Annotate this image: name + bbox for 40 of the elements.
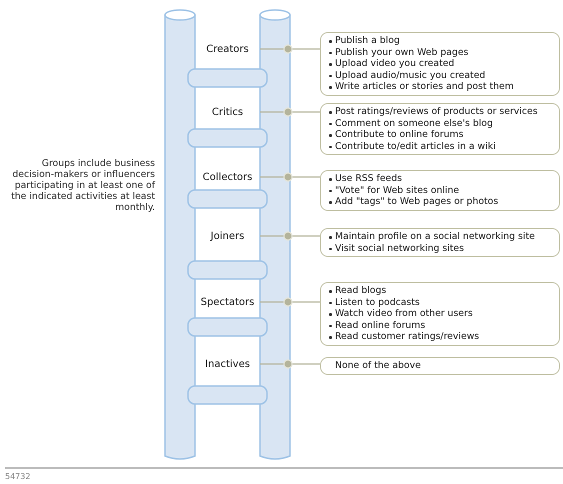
activity-item: Publish a blog [329,35,555,46]
activity-item: Visit social networking sites [329,242,555,254]
activity-box [320,32,560,96]
figure-number: 54732 [5,472,32,481]
group-label: Collectors [202,172,254,182]
activity-item: Contribute to/edit articles in a wiki [329,140,555,152]
group-label: Inactives [204,358,251,370]
connector-line [260,44,320,54]
activity-item: None of the above [334,360,422,372]
activity-item: Use RSS feeds [329,173,555,184]
connector-line [260,231,320,241]
activity-item: Publish your own Web pages [329,46,555,58]
activity-box [320,228,560,257]
activity-box [320,282,560,346]
activity-item: Write articles or stories and post them [329,81,555,92]
group-label: Creators [205,44,250,54]
activity-item: Watch video from other users [329,308,555,320]
activity-item: Read online forums [329,320,555,331]
activity-item: Comment on someone else's blog [329,118,555,129]
connector-line [260,359,320,369]
activity-item: Contribute to online forums [329,129,555,140]
group-label: Joiners [209,230,246,242]
activity-item: Listen to podcasts [329,296,555,308]
connector-line [260,172,320,182]
group-label: Spectators [200,296,256,308]
activity-item: Upload audio/music you created [329,70,555,81]
activity-box [320,357,560,374]
activity-item: Read blogs [329,285,555,296]
note-text: Groups include business decision-makers or influencers participating in at least one of the indicated activities at least monthly. [10,158,155,213]
activity-item: Maintain profile on a social networking site [329,231,555,242]
activity-item: Add "tags" to Web pages or photos [329,196,555,208]
activity-box [320,170,560,210]
connector-line [260,107,320,117]
group-label: Critics [210,106,244,118]
connector-line [260,297,320,307]
activity-item: Read customer ratings/reviews [329,331,555,342]
activity-item: "Vote" for Web sites online [329,184,555,196]
activity-box [320,103,560,155]
activity-item: Post ratings/reviews of products or services [329,106,555,118]
activity-item: Upload video you created [329,58,555,70]
